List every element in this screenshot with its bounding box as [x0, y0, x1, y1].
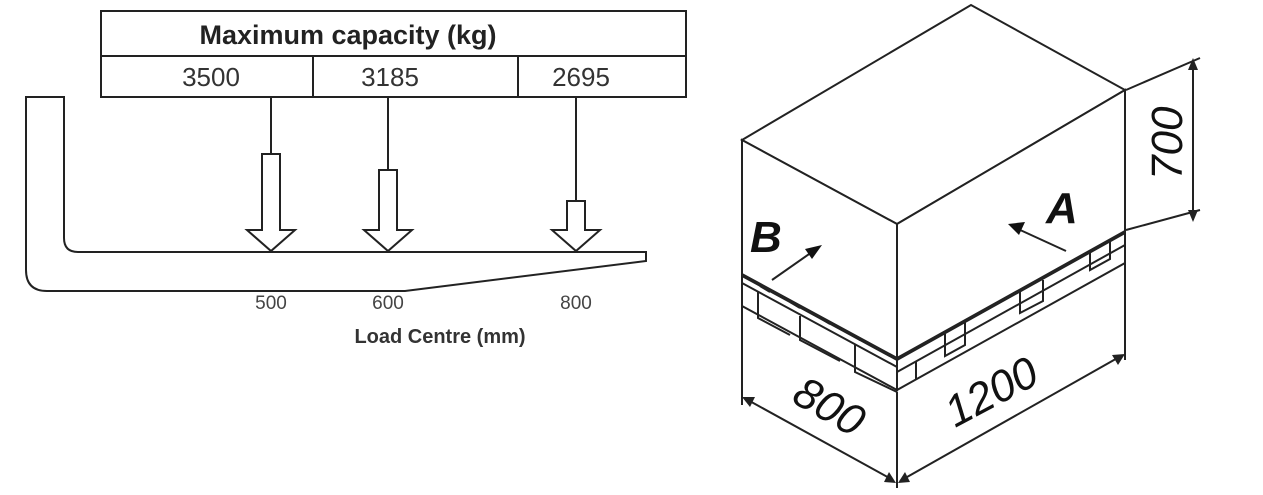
dimension-height: [1125, 57, 1201, 231]
load-centre-label: Load Centre (mm): [354, 326, 525, 348]
dimension-length-label: 1200: [937, 347, 1047, 436]
dimension-width-label: 800: [785, 367, 874, 446]
face-a-label: A: [1045, 184, 1078, 233]
fork-capacity-diagram: Maximum capacity (kg) 3500 3185 2695 500…: [25, 10, 687, 348]
capacity-table-header-cell: [100, 10, 687, 57]
load-centre-tick-800: 800: [560, 293, 592, 314]
load-arrow-800: [549, 97, 603, 253]
load-arrow-500: [244, 97, 298, 253]
cargo-box: [739, 3, 1128, 360]
face-b-label: B: [750, 213, 782, 262]
load-centre-tick-500: 500: [255, 293, 287, 314]
capacity-value-2: 3185: [361, 62, 419, 92]
load-centre-tick-600: 600: [372, 293, 404, 314]
capacity-value-3: 2695: [552, 62, 610, 92]
capacity-value-1: 3500: [182, 62, 240, 92]
dimension-height-label: 700: [1143, 106, 1192, 180]
load-arrow-600: [361, 97, 415, 253]
face-b-arrow: [771, 245, 822, 281]
capacity-cell-1: [100, 55, 314, 98]
fork-tine: [25, 96, 647, 292]
dimension-width: [741, 306, 898, 488]
capacity-table: Maximum capacity (kg) 3500 3185 2695: [100, 10, 687, 98]
capacity-table-header: Maximum capacity (kg): [199, 20, 496, 50]
face-a-arrow: [1008, 222, 1067, 252]
dimension-length: [898, 263, 1126, 483]
pallet-diagram: A B 700 800 1: [739, 3, 1201, 488]
capacity-cell-3: [517, 55, 687, 98]
capacity-cell-2: [312, 55, 519, 98]
